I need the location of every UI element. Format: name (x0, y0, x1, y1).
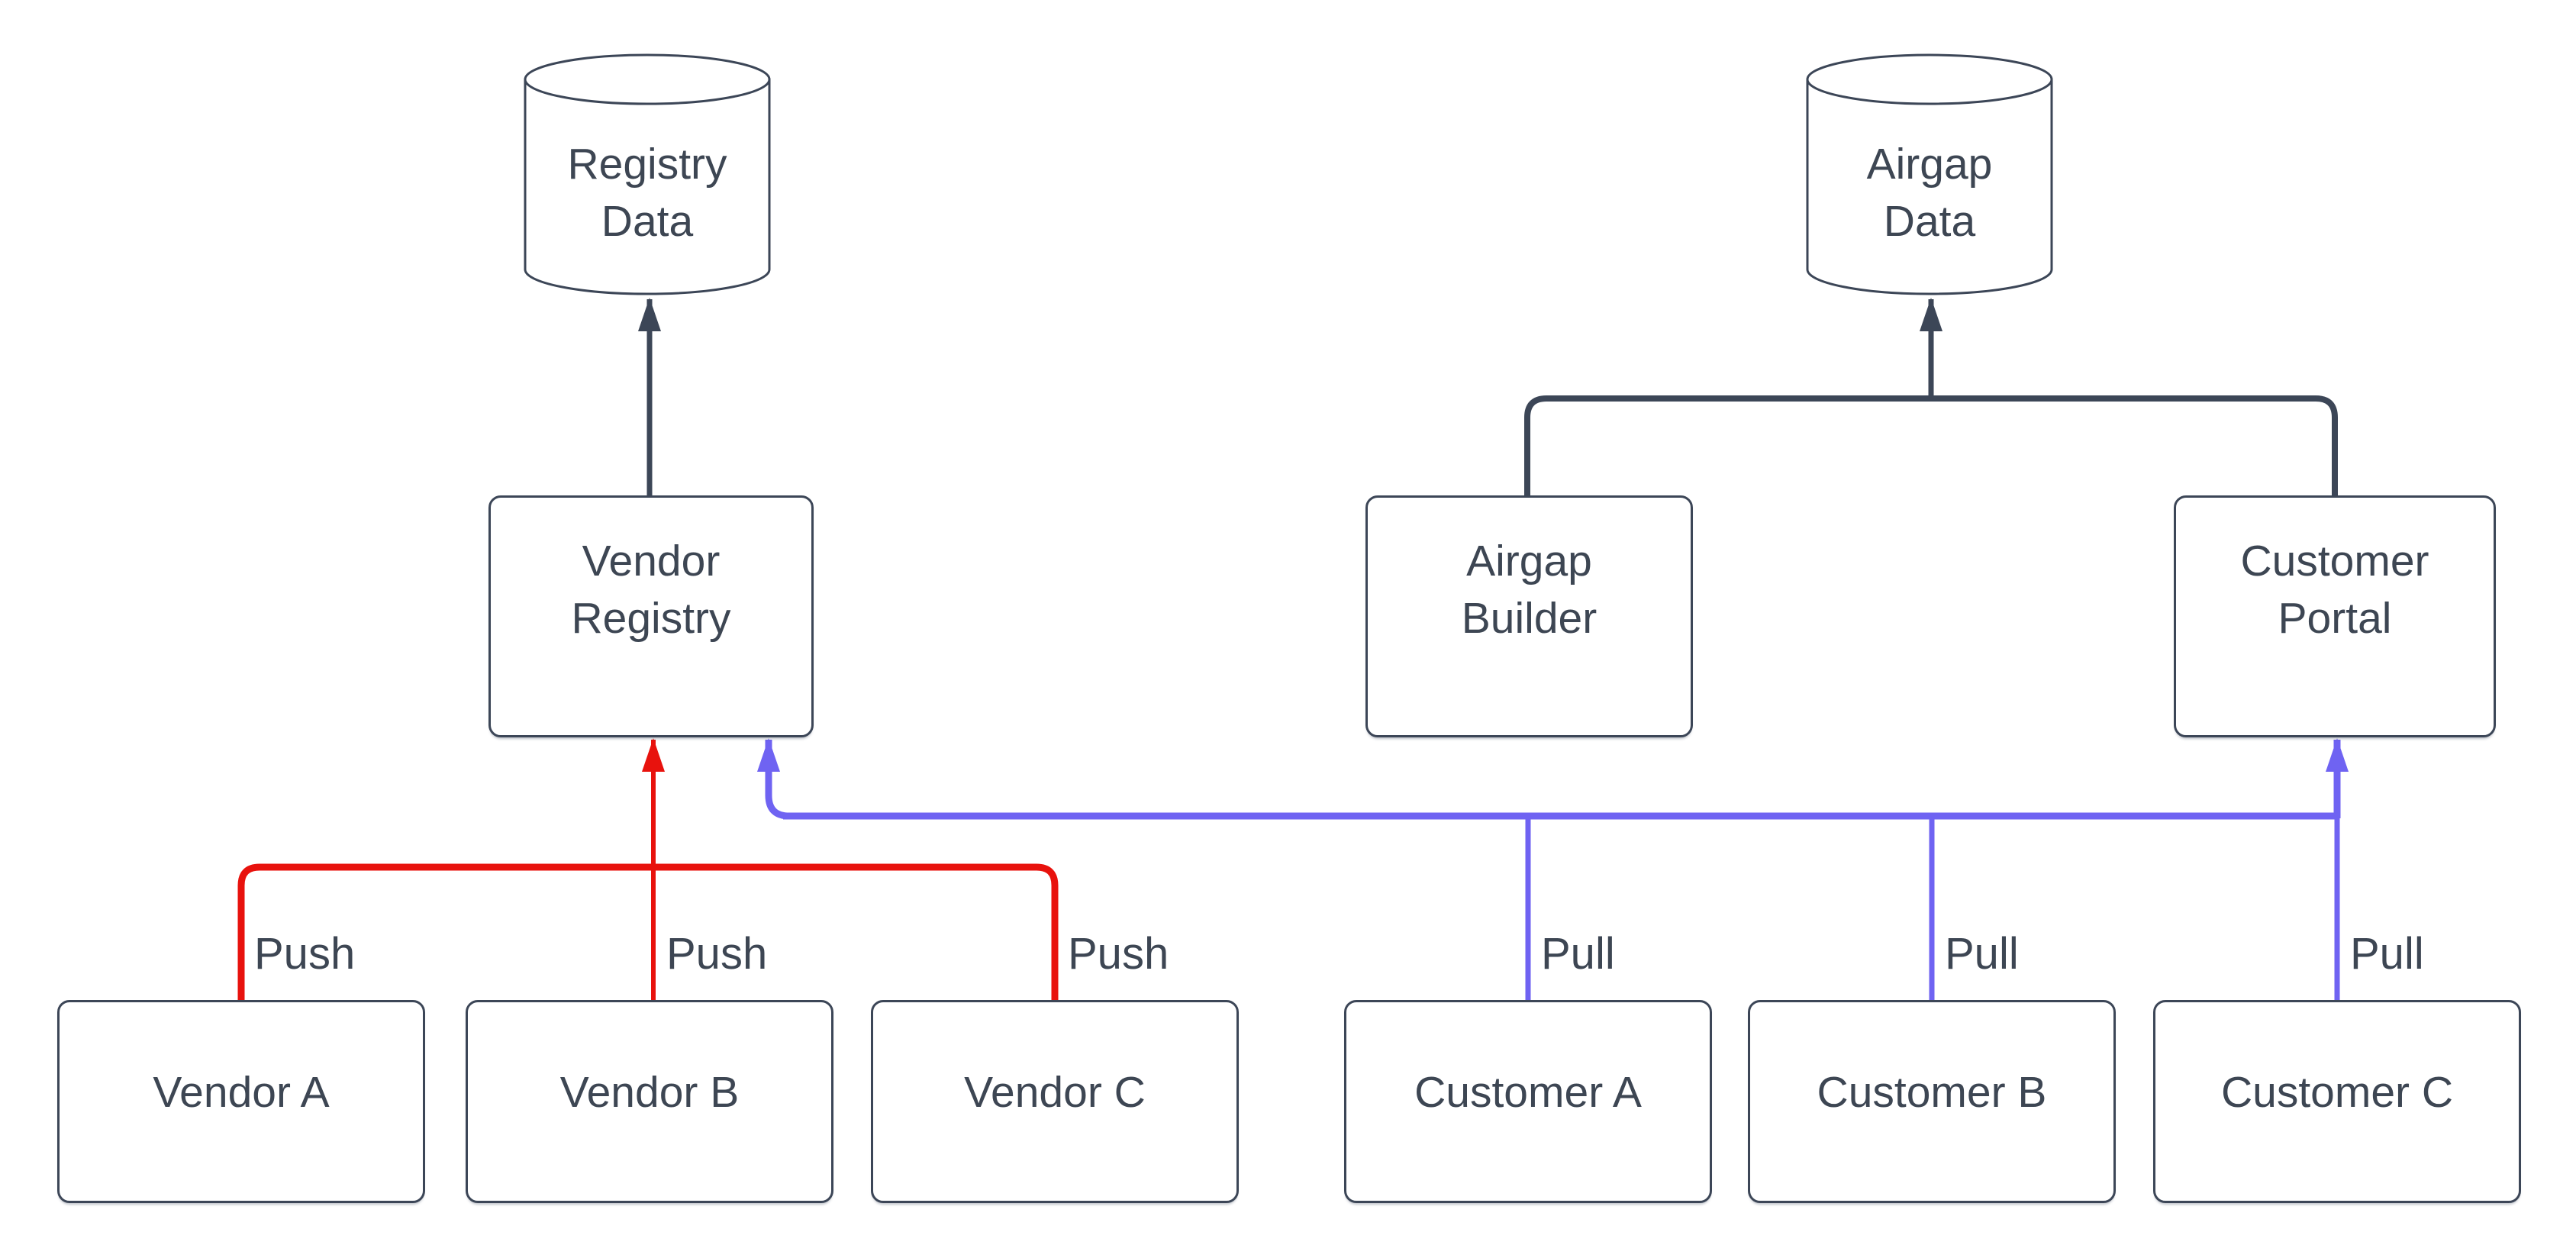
airgap-builder-label: Airgap Builder (1462, 533, 1597, 647)
push-label-vendor-b: Push (666, 929, 768, 979)
customer-c-node: Customer C (2153, 1000, 2521, 1203)
airgap-data-line1: Airgap (1866, 139, 1993, 189)
vendor-c-node: Vendor C (871, 1000, 1239, 1203)
pull-label-customer-b: Pull (1945, 929, 2019, 979)
customer-portal-label: Customer Portal (2240, 533, 2429, 647)
customer-portal-line2: Portal (2278, 593, 2392, 643)
push-trunk (237, 863, 1059, 1000)
airgap-builder-line1: Airgap (1466, 536, 1592, 585)
registry-data-line2: Data (601, 196, 694, 246)
airgap-data-label: Airgap Data (1807, 115, 2052, 271)
customer-c-label: Customer C (2220, 1067, 2454, 1117)
pull-arrow-to-vendor-registry (757, 738, 790, 820)
vendor-b-label: Vendor B (559, 1067, 740, 1117)
vendor-c-label: Vendor C (964, 1067, 1146, 1117)
customer-a-node: Customer A (1344, 1000, 1712, 1203)
customer-portal-node: Customer Portal (2174, 495, 2496, 737)
airgap-builder-line2: Builder (1461, 593, 1598, 643)
registry-data-line1: Registry (567, 139, 727, 189)
customer-b-label: Customer B (1817, 1067, 2047, 1117)
vendor-registry-line2: Registry (571, 593, 731, 643)
pull-label-customer-c: Pull (2350, 929, 2424, 979)
registry-data-cylinder (524, 53, 771, 295)
push-label-vendor-a: Push (254, 929, 356, 979)
registry-data-label: Registry Data (525, 115, 769, 271)
push-label-vendor-c: Push (1068, 929, 1169, 979)
customer-a-label: Customer A (1414, 1067, 1642, 1117)
vendor-registry-line1: Vendor (582, 536, 721, 585)
edge-airgap-tree-trunk (1524, 395, 2338, 495)
vendor-a-node: Vendor A (57, 1000, 425, 1203)
vendor-b-node: Vendor B (466, 1000, 833, 1203)
airgap-builder-node: Airgap Builder (1365, 495, 1693, 737)
airgap-data-cylinder (1806, 53, 2053, 295)
vendor-registry-node: Vendor Registry (488, 495, 814, 737)
vendor-registry-label: Vendor Registry (571, 533, 730, 647)
pull-label-customer-a: Pull (1541, 929, 1615, 979)
customer-b-node: Customer B (1748, 1000, 2116, 1203)
airgap-data-line2: Data (1883, 196, 1976, 246)
vendor-a-label: Vendor A (153, 1067, 330, 1117)
customer-portal-line1: Customer (2240, 536, 2429, 585)
